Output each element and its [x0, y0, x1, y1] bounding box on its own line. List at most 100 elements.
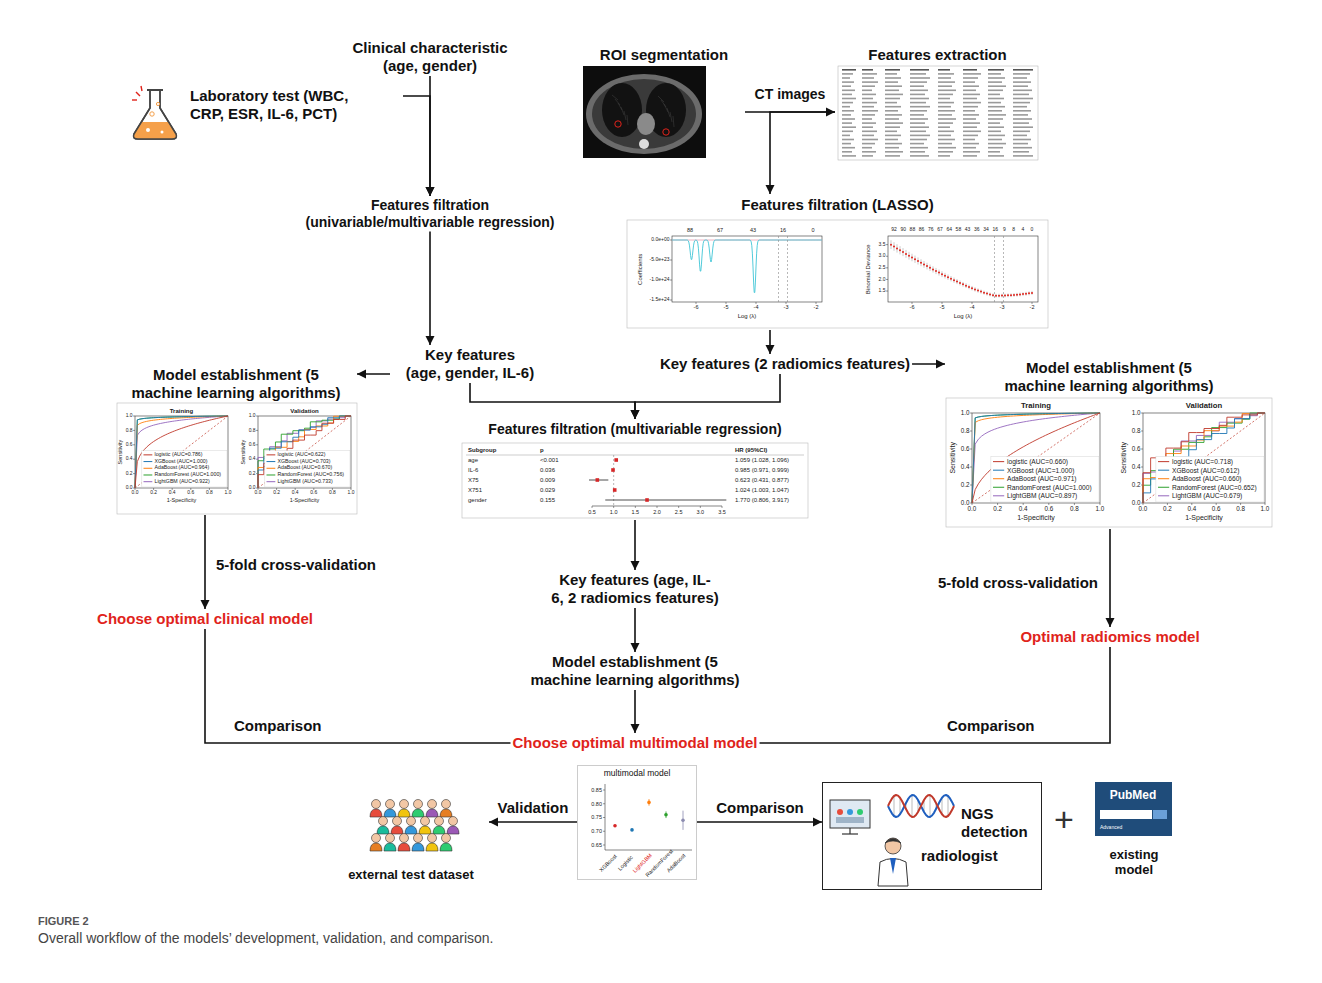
tick-label: 0.6 — [1132, 446, 1141, 453]
legend-text: logistic (AUC=0.718) — [1172, 458, 1233, 465]
table-cell — [862, 73, 877, 75]
person-head — [400, 834, 409, 843]
axis-title: Sensitivity — [1120, 442, 1128, 474]
deviance-point — [1019, 293, 1021, 295]
error-bar — [978, 288, 979, 292]
tick-label: 3.5 — [718, 509, 726, 515]
result-label: Choose optimal multimodal model — [510, 733, 759, 753]
deviance-point — [1022, 293, 1024, 295]
tick-label: 0.2 — [150, 490, 157, 495]
table-cell — [842, 147, 855, 149]
plot-frame — [258, 416, 351, 488]
chance-line — [258, 416, 351, 488]
tick-label: 36 — [974, 227, 980, 233]
table-cell — [988, 73, 1001, 75]
legend-sample — [993, 495, 1004, 496]
tick-label: 34 — [983, 227, 989, 233]
category-label: XGBoost — [598, 853, 618, 873]
deviance-point — [896, 247, 898, 249]
tick-label: 1.5 — [632, 509, 640, 515]
arrowhead — [631, 561, 640, 570]
tick-label: 0.0e+00 — [651, 237, 669, 243]
tick — [1265, 503, 1266, 505]
tick-label: 0.8 — [206, 490, 213, 495]
result-label: Optimal radiomics model — [1018, 627, 1201, 647]
bubble — [146, 128, 150, 132]
table-cell — [910, 85, 924, 87]
person-body — [370, 843, 382, 851]
table-cell — [988, 122, 1000, 124]
roc-curve — [258, 416, 351, 488]
tick — [1074, 503, 1075, 505]
table-cell — [938, 151, 953, 153]
table-cell — [938, 131, 954, 133]
node-text: Choose optimal clinical model — [97, 610, 313, 628]
bubble — [150, 112, 154, 116]
table-cell — [1013, 147, 1032, 149]
error-bar — [924, 261, 925, 268]
table-cell — [842, 131, 853, 133]
deviance-point — [1004, 295, 1006, 297]
table-cell: 1.059 (1.028, 1.096) — [735, 457, 789, 464]
roc-curve — [1143, 413, 1265, 503]
table-cell — [862, 151, 876, 153]
tick — [592, 506, 593, 508]
deviance-point — [950, 278, 952, 280]
error-bar — [930, 265, 931, 272]
legend-sample — [1158, 495, 1169, 496]
legend-text: LightGBM (AUC=0.897) — [1007, 492, 1077, 499]
tick — [1002, 302, 1003, 304]
person-body — [426, 843, 438, 851]
table-cell — [938, 81, 955, 83]
deviance-point — [1010, 294, 1012, 296]
table-cell — [910, 73, 926, 75]
arrowhead — [766, 345, 775, 354]
arrowhead — [426, 187, 435, 196]
connector — [697, 818, 822, 827]
table-cell — [938, 106, 951, 108]
table-cell — [963, 143, 979, 145]
deviance-point — [974, 288, 976, 290]
table-cell — [963, 155, 977, 157]
tick — [886, 279, 888, 280]
legend-box — [265, 451, 350, 487]
axis — [605, 850, 692, 851]
tick — [1023, 503, 1024, 505]
tick-label: 0.6 — [1044, 506, 1053, 513]
table-cell — [910, 106, 930, 108]
arrowhead — [426, 336, 435, 345]
table-cell — [988, 110, 1002, 112]
legend-text: XGBoost (AUC=0.612) — [1172, 467, 1239, 474]
table-cell — [842, 85, 851, 87]
error-bar — [909, 252, 910, 260]
tick-label: 67 — [717, 227, 723, 233]
table-cell — [910, 114, 924, 116]
table-cell — [910, 81, 927, 83]
error-bar — [897, 244, 898, 252]
table-cell — [938, 155, 950, 157]
plot-frame — [135, 416, 228, 488]
table-cell — [862, 69, 873, 71]
tick — [256, 430, 258, 431]
deviance-point — [986, 293, 988, 295]
table-cell — [963, 77, 978, 79]
error-bar — [981, 290, 982, 294]
tick-label: 0.2 — [273, 490, 280, 495]
tick — [133, 444, 135, 445]
plot-frame — [1143, 413, 1265, 503]
table-cell — [910, 110, 927, 112]
error-bar — [951, 276, 952, 281]
tick-label: 0.8 — [126, 428, 133, 433]
table-cell — [1013, 110, 1031, 112]
table-cell — [885, 131, 897, 133]
table-cell — [885, 73, 897, 75]
legend-box — [991, 456, 1099, 502]
tick — [786, 302, 787, 304]
tick-label: 1.0 — [225, 490, 232, 495]
plus-symbol: + — [1054, 801, 1074, 838]
tick — [970, 413, 972, 414]
table-cell — [862, 102, 877, 104]
plot-title: Training — [1021, 402, 1051, 410]
tick — [970, 431, 972, 432]
tick-label: 0.0 — [126, 485, 133, 490]
